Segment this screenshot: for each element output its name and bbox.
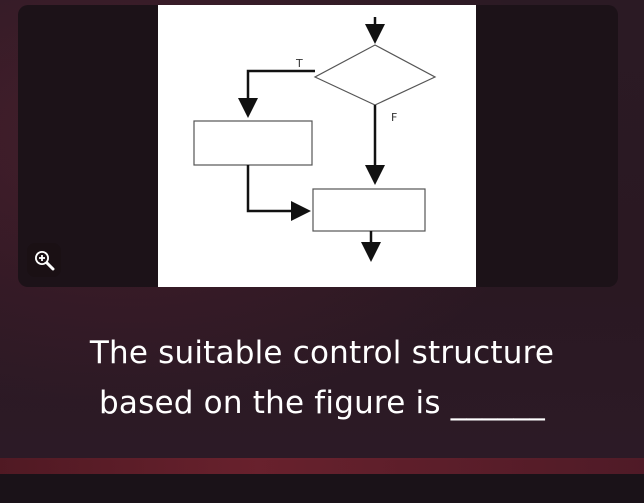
true-label: T: [295, 57, 303, 70]
merge-process-box: [312, 188, 426, 232]
false-label: F: [391, 111, 397, 124]
zoom-button[interactable]: [27, 243, 61, 277]
zoom-in-icon: [35, 251, 55, 271]
answer-area-edge: [0, 458, 644, 474]
merge-arrow: [246, 165, 311, 221]
decision-diamond: [313, 44, 437, 106]
flowchart-figure[interactable]: T F: [158, 5, 476, 287]
question-line-2: based on the figure is ______: [99, 385, 545, 421]
true-process-box: [193, 120, 313, 166]
true-branch-arrow: [238, 69, 315, 118]
question-line-1: The suitable control structure: [89, 335, 555, 371]
flowchart-diagram: T F: [193, 17, 437, 262]
bottom-strip: [0, 474, 644, 503]
question-card: T F The suitable control structure based…: [0, 0, 644, 460]
question-text: The suitable control structure based on …: [0, 328, 644, 428]
